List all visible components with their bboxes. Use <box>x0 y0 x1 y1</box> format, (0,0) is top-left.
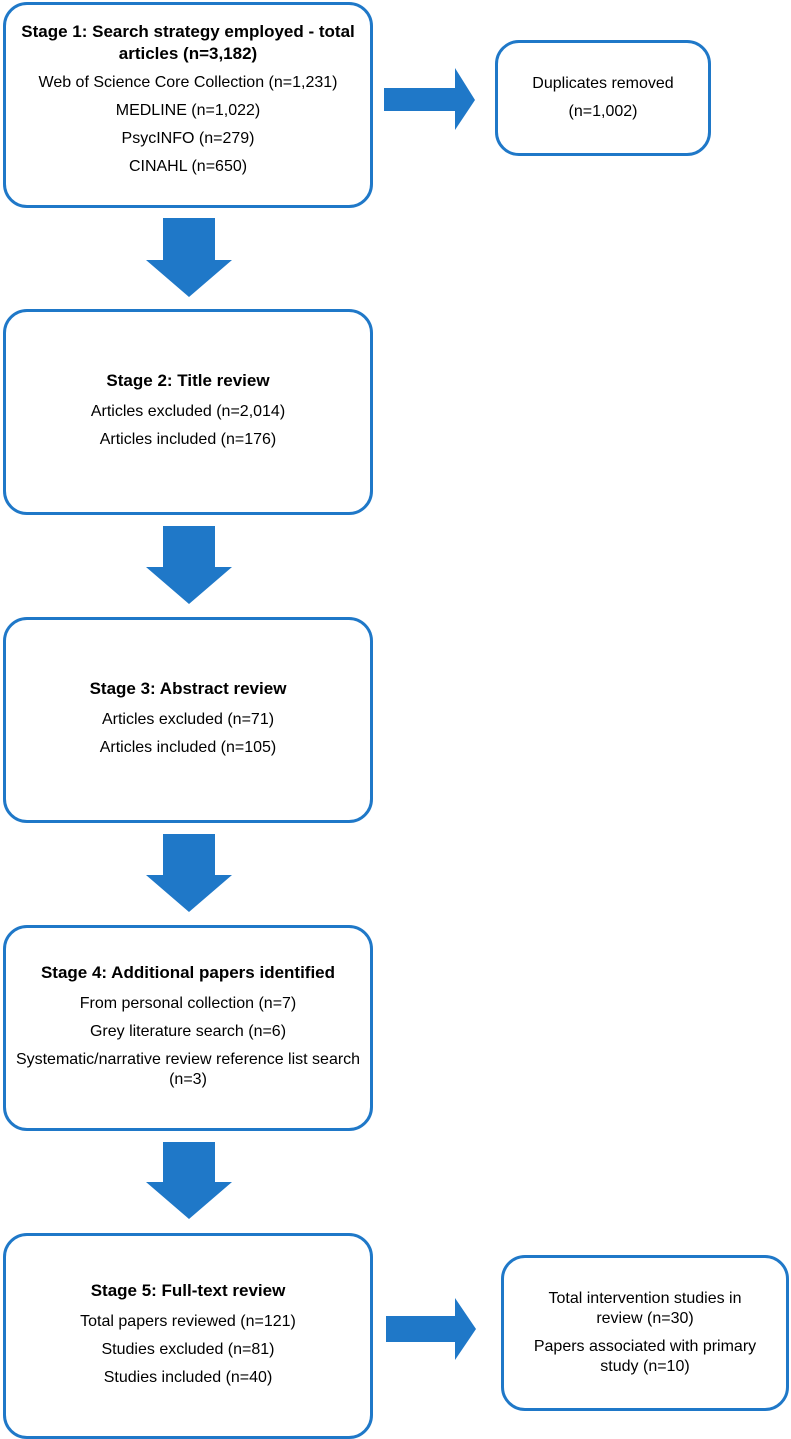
stage2-title: Stage 2: Title review <box>106 371 270 390</box>
arrow-down-stage2-to-stage3 <box>146 526 232 604</box>
stage3-line-excluded: Articles excluded (n=71) <box>101 711 275 728</box>
stage5-title: Stage 5: Full-text review <box>90 1281 286 1300</box>
arrow-down-stage4-to-stage5 <box>146 1142 232 1219</box>
stage4-line-grey: Grey literature search (n=6) <box>89 1023 287 1040</box>
stage3-box: Stage 3: Abstract review Articles exclud… <box>3 617 373 823</box>
stage2-line-included: Articles included (n=176) <box>99 431 277 448</box>
arrow-down-stage3-to-stage4 <box>146 834 232 912</box>
stage5-line-included: Studies included (n=40) <box>103 1369 273 1386</box>
stage4-line-reference: Systematic/narrative review reference li… <box>15 1051 361 1088</box>
stage1-box: Stage 1: Search strategy employed - tota… <box>3 2 373 208</box>
result-box: Total intervention studies in review (n=… <box>501 1255 789 1411</box>
stage1-line-psycinfo: PsycINFO (n=279) <box>121 130 255 147</box>
arrow-down-stage1-to-stage2 <box>146 218 232 297</box>
duplicates-label: Duplicates removed <box>532 75 674 92</box>
stage5-box: Stage 5: Full-text review Total papers r… <box>3 1233 373 1439</box>
stage4-box: Stage 4: Additional papers identified Fr… <box>3 925 373 1131</box>
result-line-associated: Papers associated with primary study (n=… <box>533 1338 757 1375</box>
stage3-title: Stage 3: Abstract review <box>89 679 287 698</box>
stage5-line-reviewed: Total papers reviewed (n=121) <box>80 1313 296 1330</box>
stage5-line-excluded: Studies excluded (n=81) <box>101 1341 275 1358</box>
arrow-right-to-duplicates <box>384 68 475 130</box>
stage1-line-medline: MEDLINE (n=1,022) <box>115 102 261 119</box>
stage4-line-personal: From personal collection (n=7) <box>79 995 297 1012</box>
stage2-box: Stage 2: Title review Articles excluded … <box>3 309 373 515</box>
stage1-line-cinahl: CINAHL (n=650) <box>128 158 248 175</box>
stage4-title: Stage 4: Additional papers identified <box>40 963 336 982</box>
duplicates-box: Duplicates removed (n=1,002) <box>495 40 711 156</box>
stage3-line-included: Articles included (n=105) <box>99 739 277 756</box>
arrow-right-to-result <box>386 1298 476 1360</box>
duplicates-count: (n=1,002) <box>568 103 638 120</box>
stage2-line-excluded: Articles excluded (n=2,014) <box>90 403 286 420</box>
stage1-line-wos: Web of Science Core Collection (n=1,231) <box>38 74 338 91</box>
stage1-title: Stage 1: Search strategy employed - tota… <box>21 22 355 63</box>
result-line-intervention: Total intervention studies in review (n=… <box>548 1290 742 1327</box>
